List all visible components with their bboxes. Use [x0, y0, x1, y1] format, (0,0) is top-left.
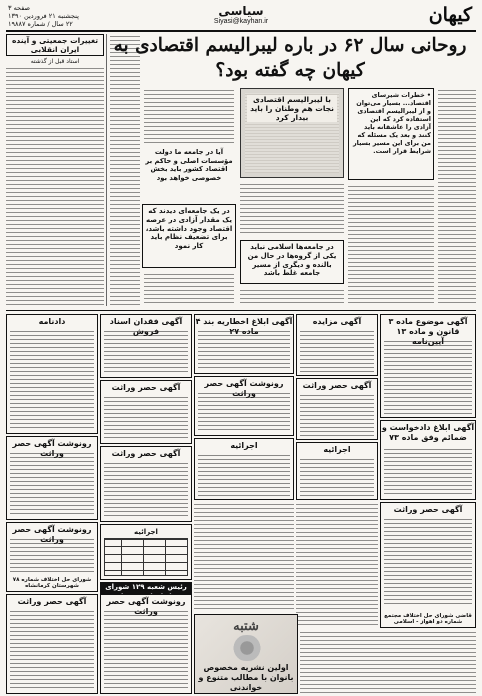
- ad-box: آگهی موضوع ماده ۳ قانون و ماده ۱۳ آیین‌ن…: [380, 314, 476, 418]
- article-column: [144, 88, 234, 146]
- ad-table: اجرائیه: [100, 524, 192, 580]
- quote-box: در جامعه‌ها اسلامی نباید یکی از گروه‌ها …: [240, 240, 344, 284]
- ad-box: آگهی فقدان اسناد فروش: [100, 314, 192, 378]
- ad-box: رونوشت آگهی حصر وراثت: [194, 376, 294, 436]
- ad-box: آگهی ابلاغ دادخواست و ضمائم وفق ماده ۷۳: [380, 420, 476, 500]
- ad-box: آگهی حصر وراثت قاضی شورای حل اختلاف مجتم…: [380, 502, 476, 628]
- section-email: Siyasi@kayhan.ir: [213, 18, 269, 25]
- ad-box: آگهی ابلاغ اخطاریه بند ۴ ماده ۲۷: [194, 314, 294, 374]
- ads-divider: [6, 310, 476, 311]
- article-column: [240, 288, 344, 306]
- ad-box: آگهی مزایده: [296, 314, 378, 376]
- boxed-excerpt: • خطرات شیرسای اقتصاد... بسیار می‌توان و…: [348, 88, 434, 180]
- promo-advert: شتبه اولین نشریه مخصوص بانوان با مطالب م…: [194, 614, 298, 694]
- photo-caption: با لیبرالیسم اقتصادی نجات هم وطنان را با…: [247, 95, 337, 122]
- article-column: [438, 88, 476, 306]
- ad-box: آگهی حصر وراثت: [6, 594, 98, 694]
- pull-quote: در یک جامعه‌ای دیدند که یک مقدار آزادی د…: [142, 204, 236, 268]
- ad-box: رونوشت آگهی حصر وراثت شورای حل اختلاف شم…: [6, 522, 98, 592]
- ad-box: آگهی حصر وراثت: [100, 446, 192, 522]
- header-rule: [6, 30, 476, 32]
- article-column: [240, 182, 344, 236]
- left-article-title: تغییرات جمعیتی و آینده ایران انقلابی: [6, 34, 104, 56]
- ad-box: اجرائیه: [296, 442, 378, 500]
- article-column: [144, 272, 234, 306]
- ad-box: رونوشت آگهی حصر وراثت: [100, 594, 192, 694]
- article-photo: با لیبرالیسم اقتصادی نجات هم وطنان را با…: [240, 88, 344, 178]
- dateline: صفحه ۳ پنجشنبه ۲۱ فروردین ۱۳۹۰ ۲۲ سال / …: [8, 4, 79, 28]
- ad-box: دادنامه: [6, 314, 98, 434]
- ad-box: رونوشت آگهی حصر وراثت: [6, 436, 98, 520]
- newspaper-logo: کیهان: [428, 4, 473, 26]
- ad-column: [300, 630, 476, 694]
- article-column: [348, 184, 434, 306]
- left-article-body: [6, 66, 104, 306]
- left-article-subtitle: استاد قبل از گذشته: [30, 58, 80, 65]
- masthead: کیهان سیاسی Siyasi@kayhan.ir صفحه ۳ پنجش…: [6, 4, 476, 30]
- article-column: [110, 34, 140, 306]
- ad-column: [296, 502, 378, 628]
- column-rule: [106, 34, 107, 306]
- ad-box: آگهی حصر وراثت: [100, 380, 192, 444]
- article-subhead: آیا در جامعه ما دولت مؤسسات اصلی و حاکم …: [145, 148, 233, 182]
- flower-icon: [229, 635, 265, 661]
- ad-column: [194, 502, 294, 612]
- section-name: سیاسی: [218, 4, 264, 18]
- main-headline: روحانی سال ۶۲ در باره لیبرالیسم اقتصادی …: [113, 35, 467, 81]
- ad-box: آگهی حصر وراثت: [296, 378, 378, 440]
- ad-box: اجرائیه: [194, 438, 294, 500]
